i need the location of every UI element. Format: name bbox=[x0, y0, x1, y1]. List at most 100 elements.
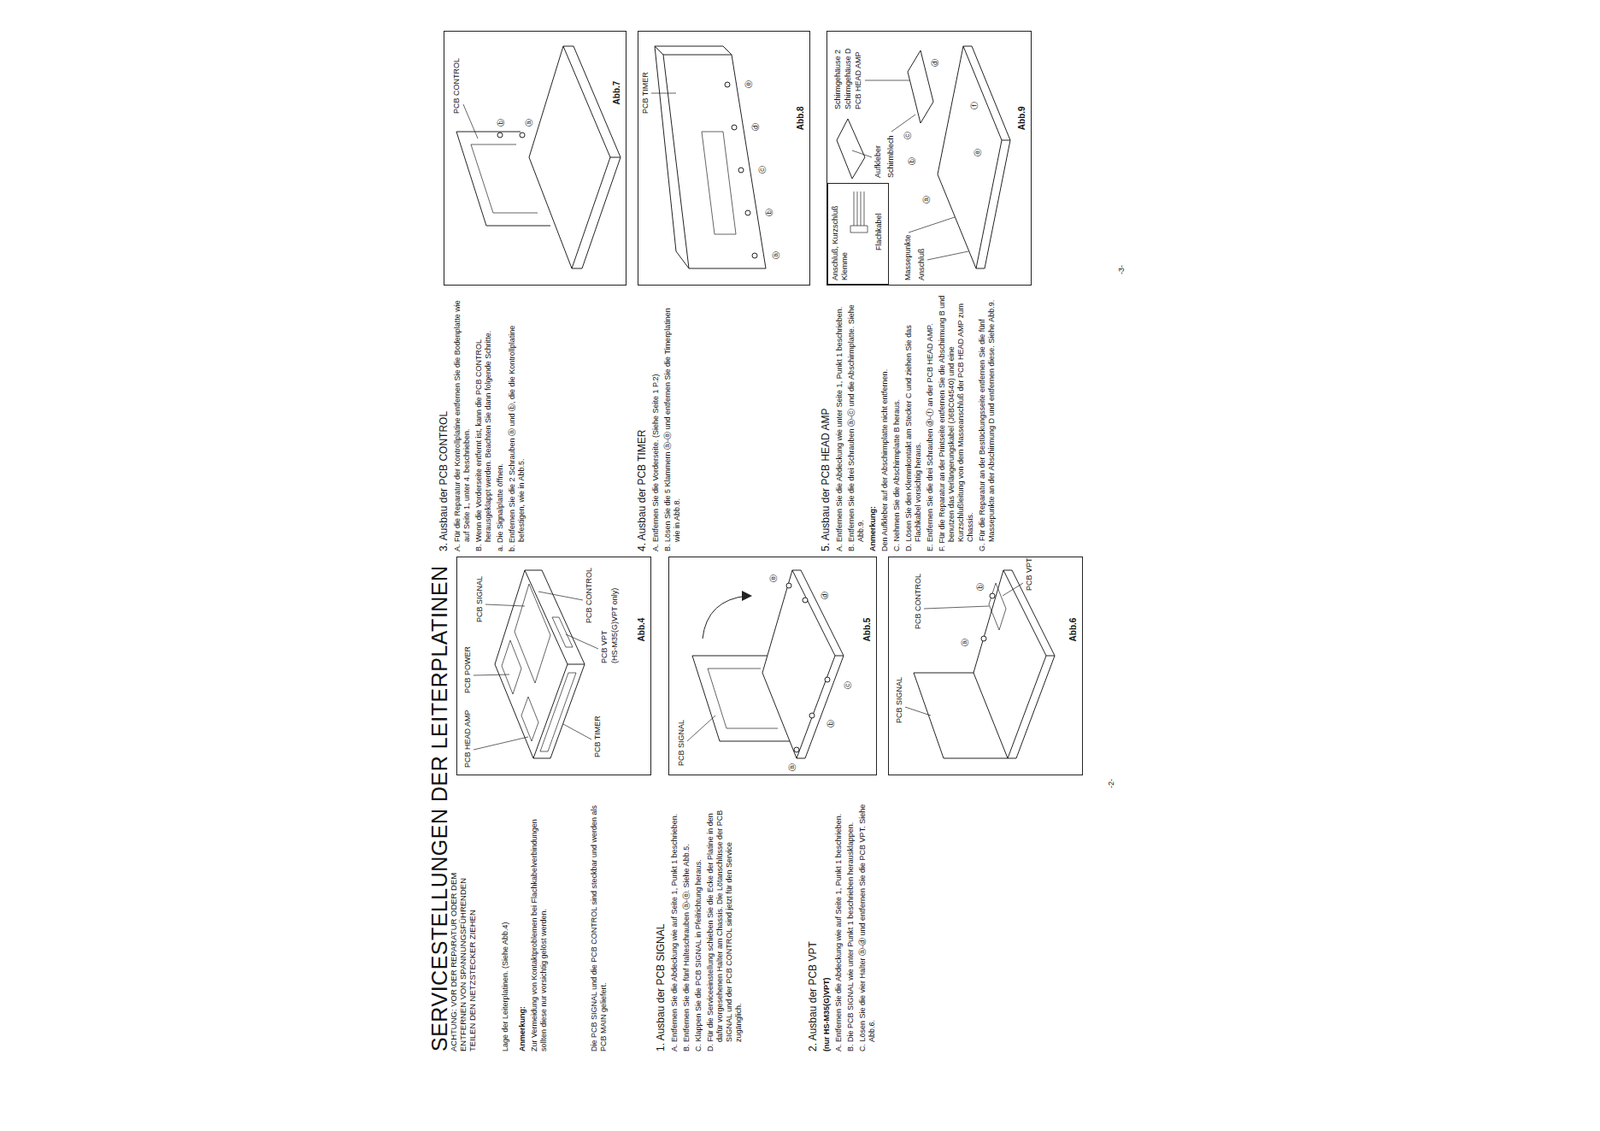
figure-frame: Abb.7 bbox=[443, 30, 627, 286]
leader-lines bbox=[651, 93, 677, 95]
body-text: B. Entfernen Sie die fünf Halteschrauben… bbox=[682, 803, 692, 1052]
warning-note: ACHTUNG: VOR DER REPARATUR ODER DEM ENTF… bbox=[448, 850, 477, 1052]
body-text: B. Lösen Sie die 5 Klammern ⓐ-ⓔ und entf… bbox=[663, 294, 683, 552]
figure-caption: Abb.8 bbox=[795, 104, 806, 132]
figure-frame: Abb.6 bbox=[888, 556, 1083, 776]
body-text: B. Entfernen Sie die drei Schrauben ⓐ-ⓒ … bbox=[847, 294, 866, 552]
signal-board-sketch bbox=[687, 570, 844, 759]
screw bbox=[794, 747, 800, 753]
body-text: C. Lösen Sie die vier Halter ⓐ-ⓓ und ent… bbox=[858, 803, 877, 1052]
board-detail bbox=[470, 144, 538, 213]
part-label: PCB VPT bbox=[1024, 556, 1035, 592]
part-label: PCB TIMER bbox=[593, 714, 603, 759]
raised-board bbox=[913, 672, 1008, 759]
callout-letter: ⓑ bbox=[976, 582, 986, 592]
part-label: Flachkabel bbox=[874, 211, 884, 252]
callout-letter: ⓑ bbox=[826, 718, 836, 729]
figure-caption: Abb.5 bbox=[862, 616, 873, 644]
part-label: PCB TIMER bbox=[641, 70, 651, 115]
text-column: Lage der Leiterplatinen. (Siehe Abb.4) bbox=[500, 803, 513, 1052]
figure-caption: Abb.7 bbox=[611, 79, 623, 107]
part-label: (HS-M35(G)VPT only) bbox=[610, 587, 620, 665]
body-text: Anmerkung: bbox=[517, 803, 528, 1052]
figure-caption: Abb.6 bbox=[1068, 616, 1079, 644]
callout-letter: ⓒ bbox=[843, 680, 853, 690]
part-label: Anschluß bbox=[917, 247, 927, 282]
body-text: (nur HS-M35(G)VPT) bbox=[822, 803, 832, 1052]
section-heading: 5. Ausbau der PCB HEAD AMP bbox=[819, 294, 833, 552]
holder bbox=[989, 593, 995, 599]
body-text: B. Wenn die Vorderseite entfernt ist, ka… bbox=[474, 294, 494, 552]
body-text: D. Für die Serviceeinstellung schieben S… bbox=[705, 803, 744, 1052]
callout-letter: ⓔ bbox=[744, 79, 754, 89]
body-text: C. Klappen Sie die PCB SIGNAL in Pfeilri… bbox=[694, 803, 704, 1052]
control-board-sketch bbox=[456, 46, 621, 269]
text-column: 4. Ausbau der PCB TIMERA. Entfernen Sie … bbox=[632, 294, 685, 552]
text-column: 1. Ausbau der PCB SIGNALA. Entfernen Sie… bbox=[651, 803, 747, 1052]
text-column: 2. Ausbau der PCB VPT(nur HS-M35(G)VPT)A… bbox=[803, 803, 880, 1052]
part-label: PCB SIGNAL bbox=[894, 676, 905, 724]
clip bbox=[738, 167, 744, 173]
part-label: PCB HEAD AMP bbox=[463, 708, 473, 769]
arrow-head bbox=[741, 590, 753, 601]
section-heading: 2. Ausbau der PCB VPT bbox=[806, 803, 820, 1052]
callout-letter: ⓒ bbox=[758, 164, 768, 175]
chassis-outline bbox=[937, 46, 1011, 269]
direction-arrow bbox=[702, 595, 748, 639]
part-label: PCB VPT bbox=[600, 629, 610, 665]
body-text: E. Entfernen Sie die drei Schrauben ⓓ-ⓕ … bbox=[925, 294, 936, 552]
callout-letter: ⓔ bbox=[973, 147, 983, 158]
section-heading: 3. Ausbau der PCB CONTROL bbox=[437, 294, 451, 552]
figure-caption: Abb.9 bbox=[1017, 104, 1028, 132]
page-number: -2- bbox=[1106, 777, 1117, 789]
part-label: PCB CONTROL bbox=[584, 566, 595, 624]
callout-letter: ⓕ bbox=[970, 100, 980, 111]
callout-letter: ⓑ bbox=[496, 117, 506, 128]
flat-cable bbox=[850, 191, 868, 233]
inset-box: Anschluß, Kurzschluß Klemme bbox=[827, 182, 889, 285]
chassis-outline bbox=[973, 570, 1055, 759]
figure-frame: Abb.9Anschluß, Kurzschluß Klemme bbox=[826, 30, 1032, 286]
circuit-boards bbox=[501, 583, 577, 752]
part-label: Schirmgehäuse D bbox=[843, 47, 853, 111]
clip bbox=[724, 82, 730, 88]
body-text: A. Entfernen Sie die Vorderseite. (Siehe… bbox=[651, 294, 661, 552]
body-text: Die PCB SIGNAL und die PCB CONTROL sind … bbox=[589, 803, 609, 1052]
body-text: Lage der Leiterplatinen. (Siehe Abb.4) bbox=[500, 803, 511, 1052]
part-label: PCB SIGNAL bbox=[475, 575, 485, 624]
page-title: SERVICESTELLUNGEN DER LEITERPLATINEN bbox=[427, 564, 453, 1052]
text-column: Anmerkung:Zur Vermeidung von Kontaktprob… bbox=[517, 803, 552, 1052]
body-text: A. Für die Reparatur der Kontrollplatine… bbox=[452, 294, 472, 552]
screw bbox=[519, 132, 525, 138]
part-label: PCB CONTROL bbox=[913, 572, 924, 630]
chassis-outline bbox=[762, 570, 844, 759]
body-text: A. Entfernen Sie die Abdeckung wie auf S… bbox=[670, 803, 680, 1052]
text-column: ACHTUNG: VOR DER REPARATUR ODER DEM ENTF… bbox=[448, 850, 480, 1052]
holder bbox=[981, 635, 987, 642]
clip bbox=[745, 210, 751, 216]
vpt-board bbox=[988, 582, 1006, 630]
part-label: PCB SIGNAL bbox=[676, 718, 687, 767]
part-label: Schirmgehäuse 2 bbox=[833, 48, 843, 111]
screw bbox=[786, 582, 792, 589]
callout-letter: ⓒ bbox=[903, 130, 913, 141]
text-column: Die PCB SIGNAL und die PCB CONTROL sind … bbox=[589, 803, 612, 1052]
body-text: A. Entfernen Sie die Abdeckung wie unter… bbox=[835, 294, 845, 552]
callout-letter: ⓐ bbox=[788, 762, 798, 772]
front-panel bbox=[654, 46, 766, 269]
clip bbox=[731, 124, 737, 130]
board-detail bbox=[707, 668, 778, 729]
body-text: C. Nehmen Sie die Abschirmplatte B herau… bbox=[892, 294, 902, 552]
screw bbox=[802, 597, 808, 603]
inset-title: Anschluß, Kurzschluß Klemme bbox=[828, 183, 850, 284]
figure-frame: Abb.5 bbox=[668, 556, 877, 776]
callout-letter: ⓔ bbox=[769, 573, 779, 583]
callout-letter: ⓑ bbox=[764, 207, 775, 218]
leader-lines bbox=[687, 715, 716, 742]
body-text: Zur Vermeidung von Kontaktproblemen bei … bbox=[529, 803, 549, 1052]
screw bbox=[809, 712, 815, 718]
screw bbox=[497, 132, 503, 138]
text-column: 3. Ausbau der PCB CONTROLA. Für die Repa… bbox=[434, 294, 530, 552]
body-text: F. Für die Reparatur an der Printseite e… bbox=[937, 294, 976, 552]
head-amp-sketch bbox=[836, 46, 1011, 269]
